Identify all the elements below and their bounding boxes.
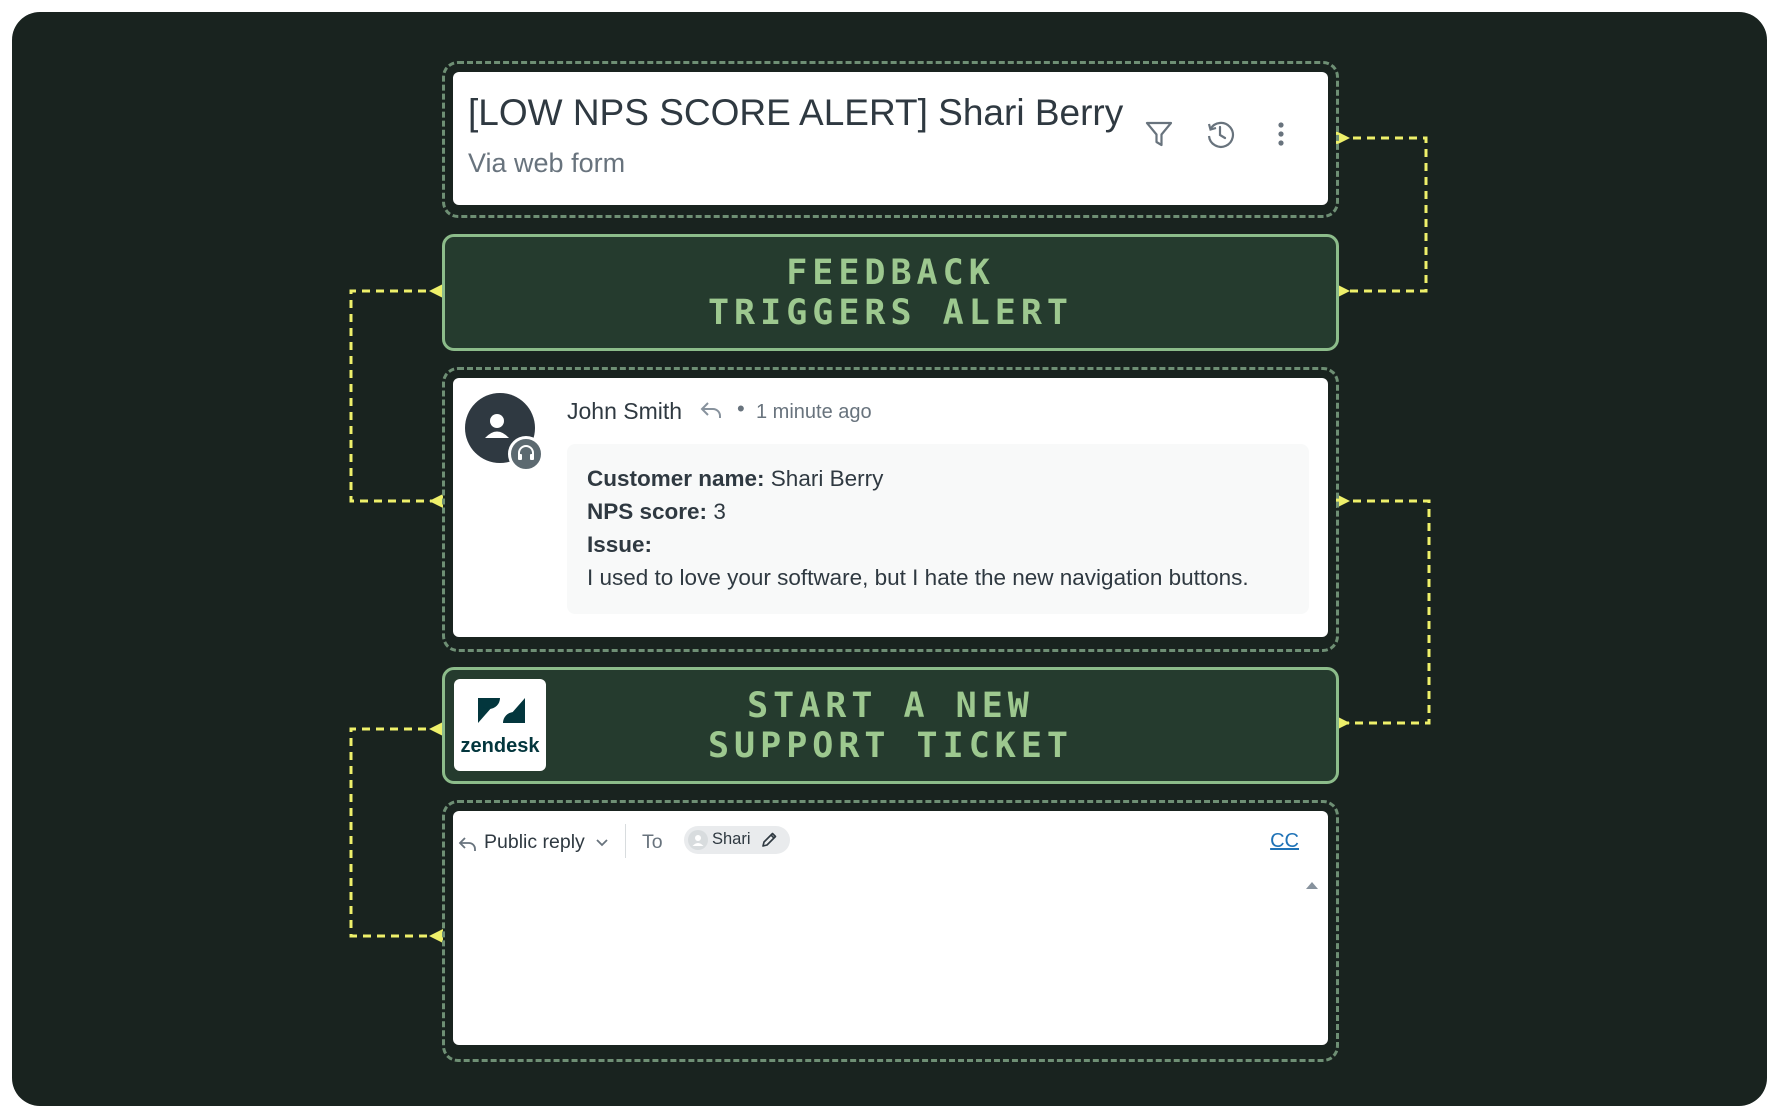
filter-icon[interactable] xyxy=(1143,118,1175,150)
customer-name-line: Customer name: Shari Berry xyxy=(587,466,883,492)
user-icon xyxy=(485,414,509,438)
nps-score-value: 3 xyxy=(707,499,726,524)
banner-ticket-line2: SUPPORT TICKET xyxy=(707,725,1073,766)
recipient-name: Shari xyxy=(712,830,751,848)
toolbar-divider xyxy=(625,824,626,858)
comment-outline xyxy=(442,367,1339,652)
cc-link[interactable]: CC xyxy=(1270,830,1299,852)
history-icon[interactable] xyxy=(1204,118,1236,150)
banner-feedback-line2: TRIGGERS ALERT xyxy=(707,292,1073,333)
zendesk-mark-icon xyxy=(478,698,525,723)
more-vertical-icon[interactable] xyxy=(1265,118,1297,150)
recipient-avatar xyxy=(688,830,708,850)
comment-author: John Smith xyxy=(567,398,683,424)
arrow-out-comment-right xyxy=(1336,494,1350,508)
zendesk-logo: zendesk xyxy=(454,679,546,771)
customer-name-value: Shari Berry xyxy=(764,466,884,491)
scroll-up-arrow[interactable] xyxy=(1304,879,1320,891)
arrow-in-comment-left xyxy=(429,494,443,508)
ticket-title: [LOW NPS SCORE ALERT] Shari Berry xyxy=(468,92,1124,133)
connector-feedback-to-comment xyxy=(349,289,440,503)
reply-mode-selector[interactable]: Public reply xyxy=(484,831,585,853)
comment-timestamp: 1 minute ago xyxy=(756,401,872,423)
zendesk-logo-text: zendesk xyxy=(460,735,540,757)
ticket-header-card: [LOW NPS SCORE ALERT] Shari Berry Via we… xyxy=(453,72,1328,205)
start-new-ticket-banner: zendesk START A NEW SUPPORT TICKET xyxy=(442,667,1339,784)
issue-label: Issue: xyxy=(587,532,653,557)
nps-score-label: NPS score: xyxy=(587,499,708,524)
issue-line: Issue: xyxy=(587,532,652,558)
issue-text: I used to love your software, but I hate… xyxy=(587,565,1249,590)
banner-feedback-line1: FEEDBACK xyxy=(786,252,995,293)
feedback-triggers-alert-banner: FEEDBACK TRIGGERS ALERT xyxy=(442,234,1339,351)
arrow-in-ticket-right xyxy=(1336,716,1350,730)
connector-comment-to-ticket xyxy=(1339,499,1431,725)
reply-icon xyxy=(700,402,721,418)
headset-icon xyxy=(518,445,534,460)
arrow-out-header xyxy=(1336,131,1350,145)
nps-score-line: NPS score: 3 xyxy=(587,499,726,525)
reply-composer: Public reply To Shari CC xyxy=(453,811,1328,1045)
connector-header-to-feedback xyxy=(1339,136,1428,293)
arrow-out-ticket-left xyxy=(429,722,443,736)
arrow-out-feedback-left xyxy=(429,284,443,298)
banner-ticket-line1: START A NEW xyxy=(747,685,1034,726)
reply-toolbar: Public reply To Shari CC xyxy=(453,811,1328,869)
to-label: To xyxy=(642,831,663,853)
recipient-chip[interactable]: Shari xyxy=(684,826,790,854)
connector-ticket-to-reply xyxy=(349,727,440,938)
separator-dot: • xyxy=(737,396,745,421)
reply-composer-outline xyxy=(442,800,1339,1062)
pencil-icon[interactable] xyxy=(759,830,779,850)
chevron-down-icon[interactable] xyxy=(594,838,610,848)
ticket-header-outline xyxy=(442,61,1339,218)
reply-icon xyxy=(458,837,476,851)
ticket-source: Via web form xyxy=(468,148,626,178)
user-icon xyxy=(692,835,704,846)
reply-text-area[interactable] xyxy=(463,873,1298,1035)
arrow-in-feedback-right xyxy=(1336,284,1350,298)
arrow-in-reply-left xyxy=(429,929,443,943)
comment-body: Customer name: Shari Berry NPS score: 3 … xyxy=(567,444,1309,614)
agent-badge xyxy=(508,436,544,472)
comment-card: John Smith • 1 minute ago Customer name:… xyxy=(453,378,1328,637)
customer-name-label: Customer name: xyxy=(587,466,765,491)
